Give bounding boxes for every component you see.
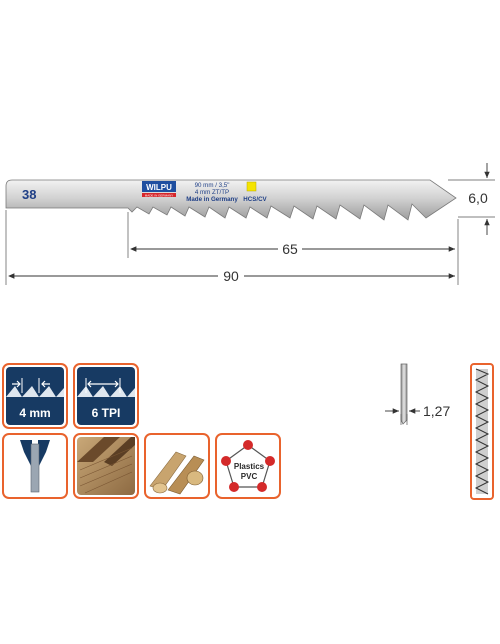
plastics-pvc-icon: Plastics PVC — [215, 433, 281, 499]
tooth-pitch-label: 4 mm — [19, 406, 50, 420]
thickness-value: 1,27 — [423, 403, 450, 419]
toothed-length-value: 65 — [282, 241, 298, 257]
made-in-strip: MADE IN GERMANY — [145, 193, 174, 197]
toothed-length-dimension: 65 — [127, 212, 459, 285]
brand-name: WILPU — [146, 183, 172, 192]
spec-origin: Made in Germany — [186, 196, 238, 203]
height-value: 6,0 — [468, 190, 488, 206]
total-length-dimension: 90 — [5, 210, 455, 285]
tpi-icon: 6 TPI — [73, 363, 139, 429]
height-dimension: 6,0 — [448, 163, 495, 235]
plastics-label: Plastics — [234, 462, 265, 471]
material-label: HCS/CV — [243, 196, 267, 203]
spec-tooth: 4 mm ZT/TP — [195, 189, 229, 196]
softwood-icon — [144, 433, 210, 499]
saw-blade: 38 WILPU MADE IN GERMANY 90 mm / 3,5" 4 … — [5, 179, 457, 221]
material-swatch — [246, 181, 257, 192]
cut-type-icon — [2, 433, 68, 499]
pvc-label: PVC — [241, 472, 258, 481]
wilpu-logo: WILPU MADE IN GERMANY — [142, 181, 176, 197]
tpi-label: 6 TPI — [92, 406, 121, 420]
blade-number: 38 — [22, 187, 36, 202]
spec-length: 90 mm / 3,5" — [195, 182, 230, 189]
hardwood-icon — [73, 433, 139, 499]
total-length-value: 90 — [223, 268, 239, 284]
thickness-view: 1,27 — [385, 363, 450, 425]
tooth-pitch-icon: 4 mm — [2, 363, 68, 429]
tooth-set-view — [470, 363, 494, 500]
